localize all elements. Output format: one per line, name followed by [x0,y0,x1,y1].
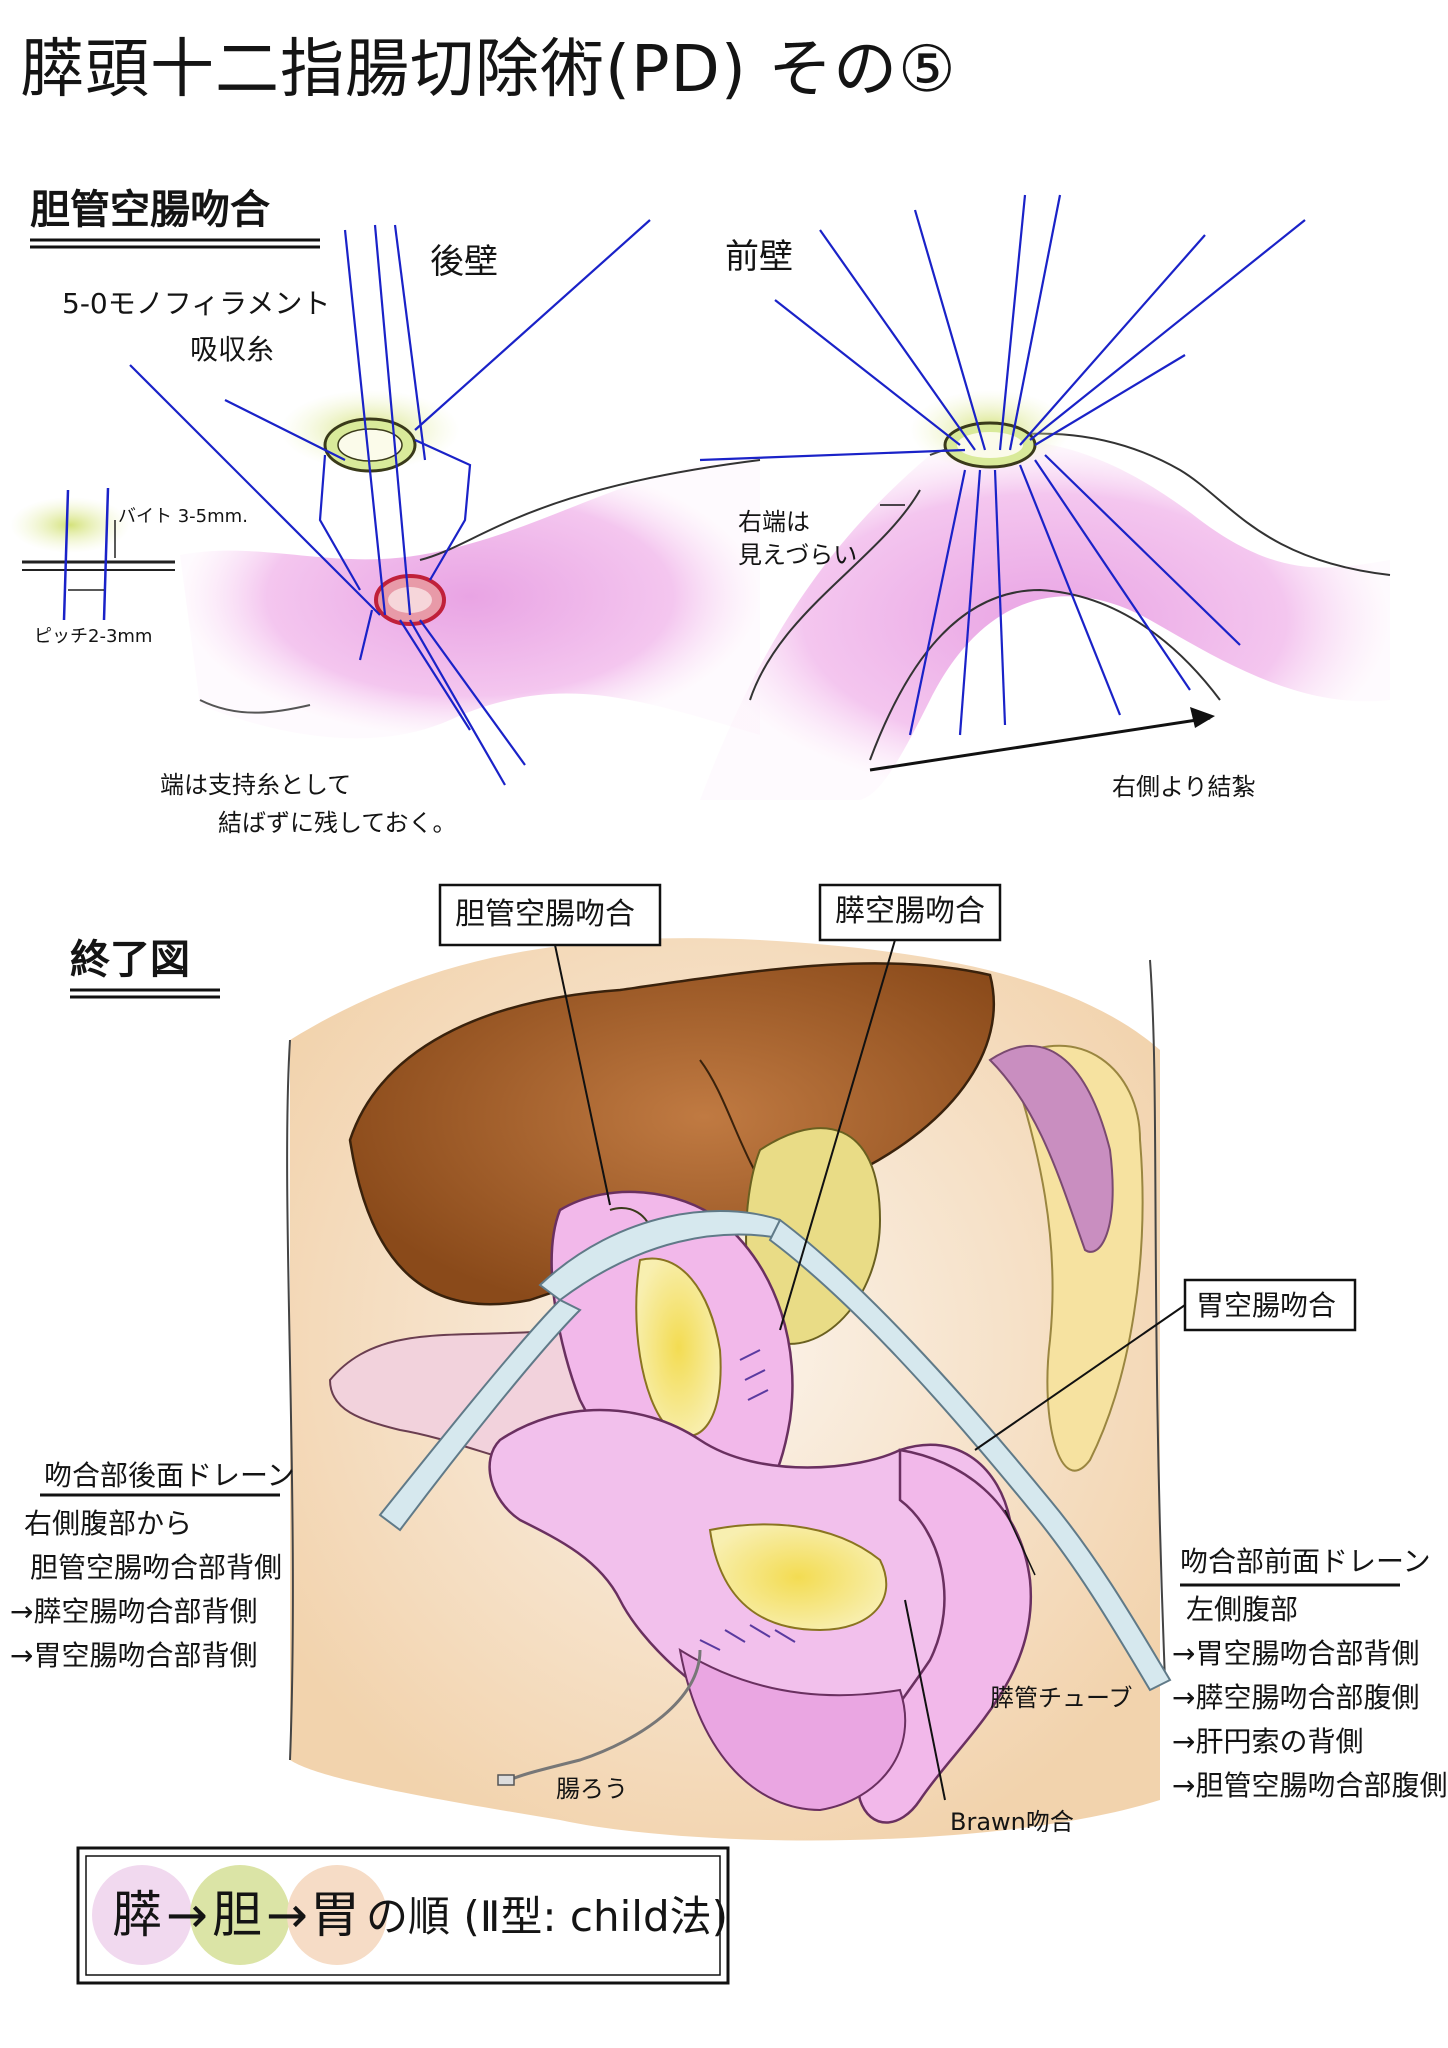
order-arrow-1: → [166,1886,208,1944]
order-bile: 胆 [212,1886,262,1944]
tissue-halo [10,497,130,553]
abdominal-wall-left [286,1039,294,1761]
drain-right-line1: 左側腹部 [1186,1593,1299,1626]
dot-pancreas [92,1865,192,1965]
staple-lines [699,1349,796,1651]
stitch-line [62,489,70,621]
drain-left-tube [378,1298,582,1532]
pancreatic-tube-label: 膵管チューブ [990,1684,1133,1712]
final-illustration [286,938,1172,1841]
enterostomy-label: 腸ろう [556,1775,628,1803]
drain-left-line4: →胃空腸吻合部背側 [10,1639,258,1672]
leader-gastric [974,1304,1186,1451]
jejunum-edge [199,699,311,714]
underlines [30,238,1400,1587]
order-rest: の順 (Ⅱ型: child法) [366,1892,729,1941]
leader-panc-tube [1004,1509,1036,1576]
spleen-colon [988,1045,1114,1253]
summary-frame-inner [85,1855,721,1976]
posterior-wall-label: 後壁 [430,242,498,282]
callout-box-panc [818,883,1002,942]
posterior-sutures [129,219,651,786]
jejunum-posterior [180,455,760,739]
section-heading-bile-jejunal: 胆管空腸吻合 [30,187,270,233]
drain-left-title: 吻合部後面ドレーン [44,1459,295,1492]
callouts [438,883,1357,1801]
right-end-line1: 右端は [738,508,810,536]
enterostomy-tip [497,1774,515,1786]
ends-note-line2: 結ばずに残しておく。 [218,809,457,837]
drain-right-tube [768,1218,1172,1692]
braun-limb [678,1647,907,1812]
order-arrow-2: → [266,1886,308,1944]
posterior-wall-diagram [129,219,761,786]
right-end-line2: 見えづらい [738,541,858,569]
tie-direction-arrow [869,716,1211,772]
bile-duct-lumen [957,432,1023,458]
jejunum-outline-top [419,459,761,561]
drain-left-line3: →膵空腸吻合部背側 [10,1595,258,1628]
arrowhead [1190,707,1215,728]
leader-braun [904,1599,946,1801]
suture-label-line2: 吸収糸 [190,333,275,366]
drain-left-line2: 胆管空腸吻合部背側 [30,1551,283,1584]
callout-bile-jejunal: 胆管空腸吻合 [455,897,635,932]
jejunum-outline-left [749,489,921,701]
bite-pitch-diagram [10,487,175,621]
liver [348,962,995,1306]
stomach-lumen-yellow [708,1523,888,1632]
ends-note-line1: 端は支持糸として [160,771,352,799]
abdominal-wall-right [1149,959,1166,1681]
anterior-wall-label: 前壁 [725,237,793,277]
suture-loop [414,438,472,581]
drain-right-line3: →膵空腸吻合部腹側 [1172,1681,1420,1714]
anterior-wall-diagram [699,194,1391,800]
callout-box-bile [438,883,662,947]
section-heading-final: 終了図 [70,937,190,983]
callout-panc-jejunal: 膵空腸吻合 [835,894,985,929]
jejunal-lumen-yellow [635,1257,722,1437]
page-title: 膵頭十二指腸切除術(PD) その⑤ [20,33,957,107]
dot-stomach [287,1865,387,1965]
bile-duct-lumen [337,428,403,462]
tie-order-label: 右側より結紮 [1112,773,1256,801]
drain-left-line1: 右側腹部から [24,1507,193,1540]
drain-right-line5: →胆管空腸吻合部腹側 [1172,1769,1448,1802]
order-pancreas: 膵 [112,1886,162,1944]
enterostomy-tube [509,1649,702,1782]
drain-right-title: 吻合部前面ドレーン [1180,1545,1431,1578]
anterior-sutures [699,194,1306,736]
suture-label-line1: 5-0モノフィラメント [62,287,331,320]
summary-box [76,1846,730,1985]
suture-loop [318,454,361,591]
braun-anastomosis-label: Brawn吻合 [950,1808,1074,1836]
stitch-line [102,487,110,621]
bite-label: バイト 3-5mm. [118,506,248,527]
order-stomach: 胃 [310,1886,360,1944]
jejunal-opening-inner [388,587,432,613]
leader-bile [554,944,611,1206]
leader-panc [779,939,896,1331]
jejunum-anterior [700,440,1390,800]
drain-right-line2: →胃空腸吻合部背側 [1172,1637,1420,1670]
callout-gastro-jejunal: 胃空腸吻合 [1196,1289,1337,1322]
pitch-label: ピッチ2-3mm [34,626,153,647]
jejunum-inner-outline [869,588,1221,761]
drain-right-line4: →肝円索の背側 [1172,1725,1364,1758]
dot-bile [190,1865,290,1965]
